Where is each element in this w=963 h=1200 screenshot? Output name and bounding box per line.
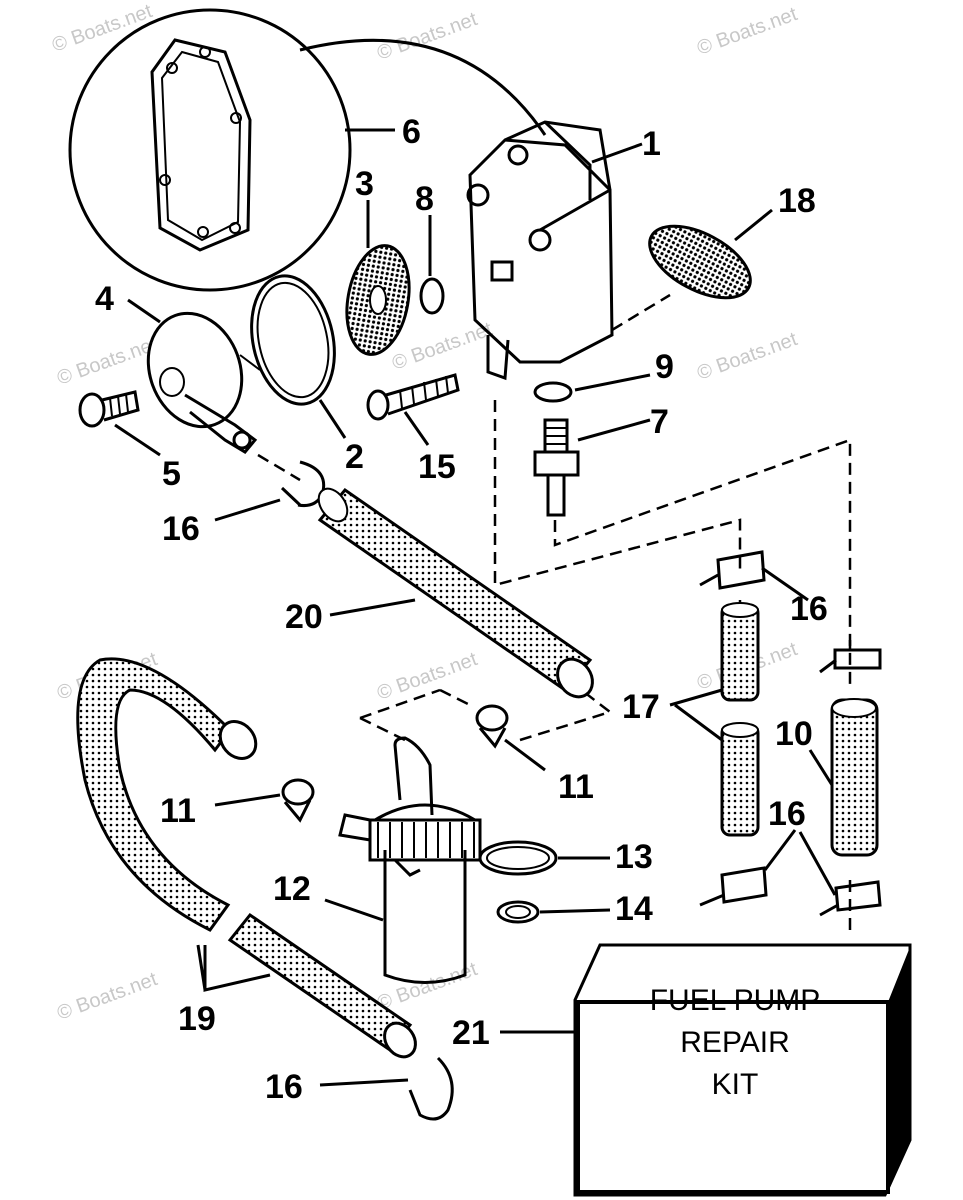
part-4-cover <box>127 298 261 454</box>
callout-1: 1 <box>642 125 661 163</box>
part-9-o-ring <box>533 373 651 403</box>
part-19-hose <box>76 657 417 1059</box>
callout-3: 3 <box>355 165 374 203</box>
callout-9: 9 <box>655 348 674 386</box>
kit-line-3: KIT <box>712 1068 759 1101</box>
part-16-clip <box>214 460 326 522</box>
callout-16-c: 16 <box>768 795 806 833</box>
part-20-hose <box>317 487 594 699</box>
callout-20: 20 <box>285 598 323 636</box>
part-12-fuel-filter <box>324 736 482 984</box>
callout-16-a: 16 <box>162 510 200 548</box>
part-15-screw <box>366 373 460 446</box>
part-5-screw <box>78 390 161 457</box>
callout-11-right: 11 <box>558 768 594 806</box>
part-3-screen <box>345 200 411 356</box>
watermark: © Boats.net <box>374 8 480 65</box>
callout-12: 12 <box>273 870 311 908</box>
part-7-fitting <box>533 418 651 517</box>
watermark: © Boats.net <box>694 3 800 60</box>
callout-2: 2 <box>345 438 364 476</box>
part-13-14-rings <box>478 840 611 924</box>
callout-18: 18 <box>778 182 816 220</box>
part-21-kit-box: FUEL PUMP REPAIR KIT <box>500 943 912 1197</box>
part-18-filter-screen <box>611 208 773 332</box>
part-2-o-ring <box>250 274 347 439</box>
part-8-o-ring <box>419 215 445 315</box>
callout-11-left: 11 <box>160 792 196 830</box>
callout-19: 19 <box>178 1000 216 1038</box>
callout-10: 10 <box>775 715 813 753</box>
part-17-hoses <box>669 602 760 837</box>
part-1-pump-body <box>466 120 643 381</box>
callout-8: 8 <box>415 180 434 218</box>
watermark: © Boats.net <box>54 968 160 1025</box>
callout-21: 21 <box>452 1014 490 1052</box>
kit-line-2: REPAIR <box>680 1026 789 1059</box>
watermark: © Boats.net <box>374 648 480 705</box>
watermark: © Boats.net <box>54 333 160 390</box>
callout-17: 17 <box>622 688 660 726</box>
part-10-filter <box>808 698 879 857</box>
kit-line-1: FUEL PUMP <box>650 984 821 1017</box>
callout-13: 13 <box>615 838 653 876</box>
callout-5: 5 <box>162 455 181 493</box>
part-11-clamps <box>214 704 546 823</box>
watermark: © Boats.net <box>694 328 800 385</box>
callout-7: 7 <box>650 403 669 441</box>
callout-15: 15 <box>418 448 456 486</box>
callout-labels: 1 2 3 4 5 6 7 8 9 10 11 11 12 13 14 15 1… <box>95 113 828 1106</box>
part-16-clips-right <box>699 550 882 917</box>
part-16-clip-bottom <box>319 1056 454 1121</box>
callout-14: 14 <box>615 890 653 928</box>
callout-4: 4 <box>95 280 114 318</box>
part-6-gasket-detail <box>68 8 547 292</box>
watermark: © Boats.net <box>389 318 495 375</box>
callout-6: 6 <box>402 113 421 151</box>
callout-16-d: 16 <box>265 1068 303 1106</box>
callout-16-b: 16 <box>790 590 828 628</box>
